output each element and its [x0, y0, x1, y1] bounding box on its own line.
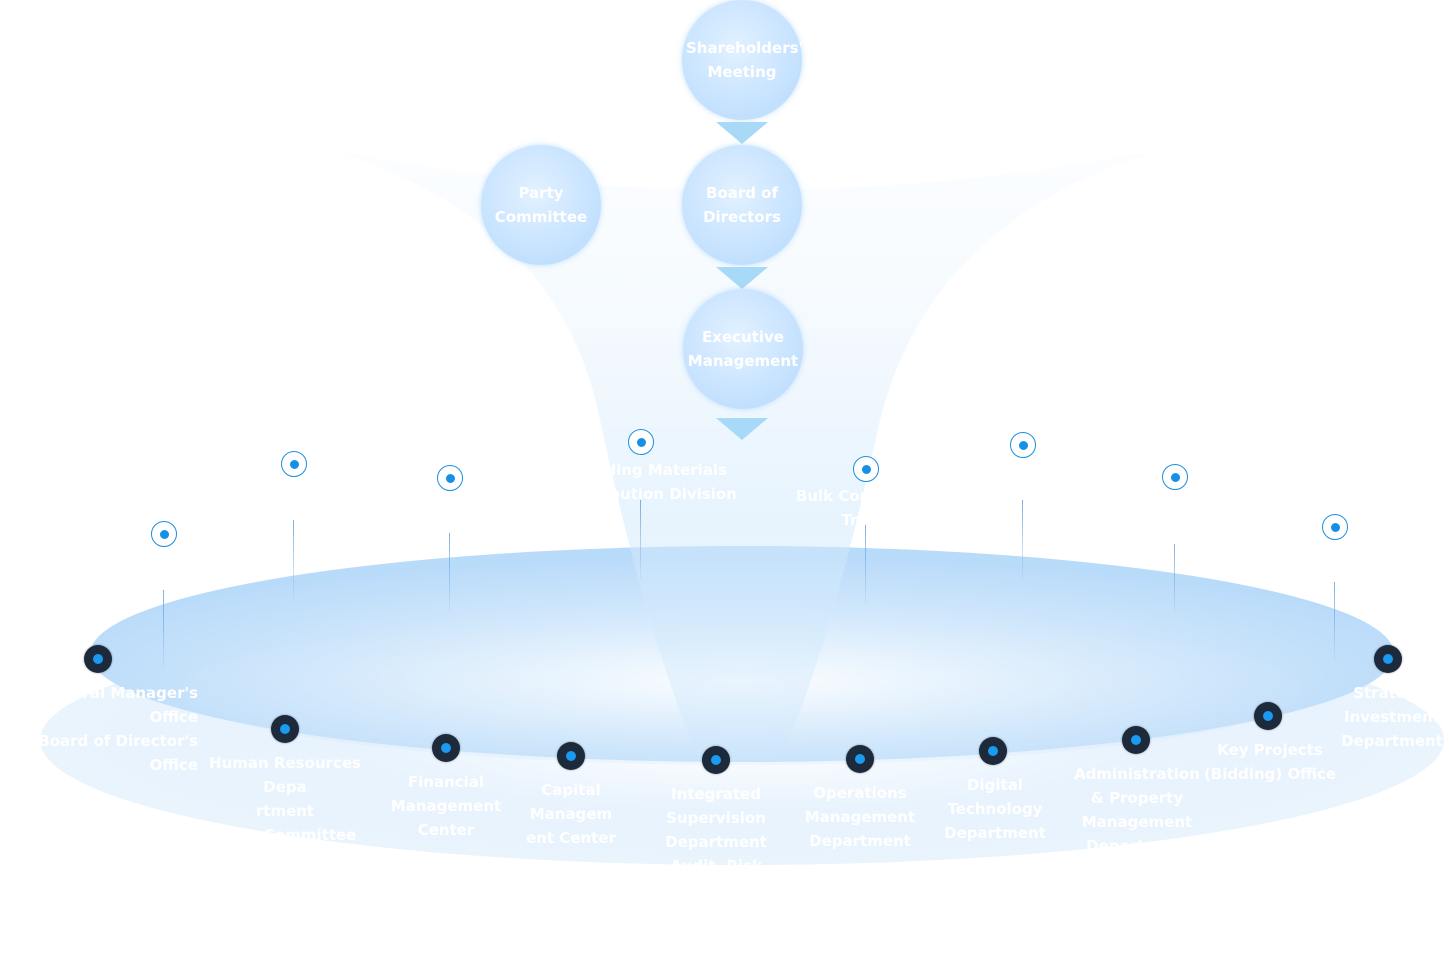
- party-committee-label: Party Committee: [494, 184, 588, 226]
- executive-node: Executive Management: [683, 289, 803, 409]
- shareholders-label: Shareholders' Meeting: [686, 39, 804, 81]
- department-pin-icon[interactable]: [1254, 702, 1282, 730]
- shareholders-node: Shareholders' Meeting: [682, 0, 804, 120]
- department-label: Human Resources Depa rtment Party Commit…: [209, 754, 361, 844]
- department-label: Strategic Investment Department: [1341, 684, 1443, 750]
- arrow-down-icon: [716, 418, 768, 440]
- arrow-down-icon: [716, 122, 768, 144]
- branch-label: Bulk Commodity Trade: [795, 487, 935, 529]
- executive-label: Executive Management: [687, 328, 799, 370]
- department-label: Digital Technology Department: [944, 776, 1046, 842]
- branch-pin-icon[interactable]: [1010, 432, 1036, 458]
- department-pin-icon[interactable]: [432, 734, 460, 762]
- branch-stem: [865, 525, 866, 605]
- department-pin-icon[interactable]: [557, 742, 585, 770]
- department-pin-icon[interactable]: [1122, 726, 1150, 754]
- department-label: Administration & Property Management Dep…: [1074, 765, 1200, 852]
- board-node: Board of Directors: [682, 145, 802, 265]
- department-label: Operations Management Department: [804, 784, 916, 850]
- department-pin-icon[interactable]: [702, 746, 730, 774]
- department-label: Integrated Supervision Department Audit,…: [665, 785, 767, 872]
- branch-pin-icon[interactable]: [281, 451, 307, 477]
- branch-pin-icon[interactable]: [853, 456, 879, 482]
- department-pin-icon[interactable]: [1374, 645, 1402, 673]
- branch-stem: [1022, 500, 1023, 580]
- branch-pin-icon[interactable]: [628, 429, 654, 455]
- branch-stem: [449, 533, 450, 613]
- department-label: Key Projects (Bidding) Office: [1203, 741, 1337, 783]
- department-label: Financial Management Center: [390, 773, 502, 839]
- department-pin-icon[interactable]: [979, 737, 1007, 765]
- branch-pin-icon[interactable]: [1322, 514, 1348, 540]
- branch-stem: [293, 520, 294, 600]
- branch-stem: [1174, 544, 1175, 614]
- branch-pin-icon[interactable]: [437, 465, 463, 491]
- board-label: Board of Directors: [703, 184, 781, 226]
- department-pin-icon[interactable]: [271, 715, 299, 743]
- branch-label: Building Materials Distribution Division: [563, 461, 737, 503]
- arrow-down-icon: [716, 267, 768, 289]
- branch-stem: [640, 500, 641, 580]
- party-committee-node: Party Committee: [481, 145, 601, 265]
- department-pin-icon[interactable]: [846, 745, 874, 773]
- branch-pin-icon[interactable]: [151, 521, 177, 547]
- branch-pin-icon[interactable]: [1162, 464, 1188, 490]
- light-beam: [330, 150, 1160, 760]
- branch-stem: [163, 590, 164, 670]
- branch-stem: [1334, 582, 1335, 662]
- department-label: General Manager's Office Board of Direct…: [38, 684, 198, 774]
- department-label: Capital Managem ent Center: [526, 781, 616, 847]
- department-pin-icon[interactable]: [84, 645, 112, 673]
